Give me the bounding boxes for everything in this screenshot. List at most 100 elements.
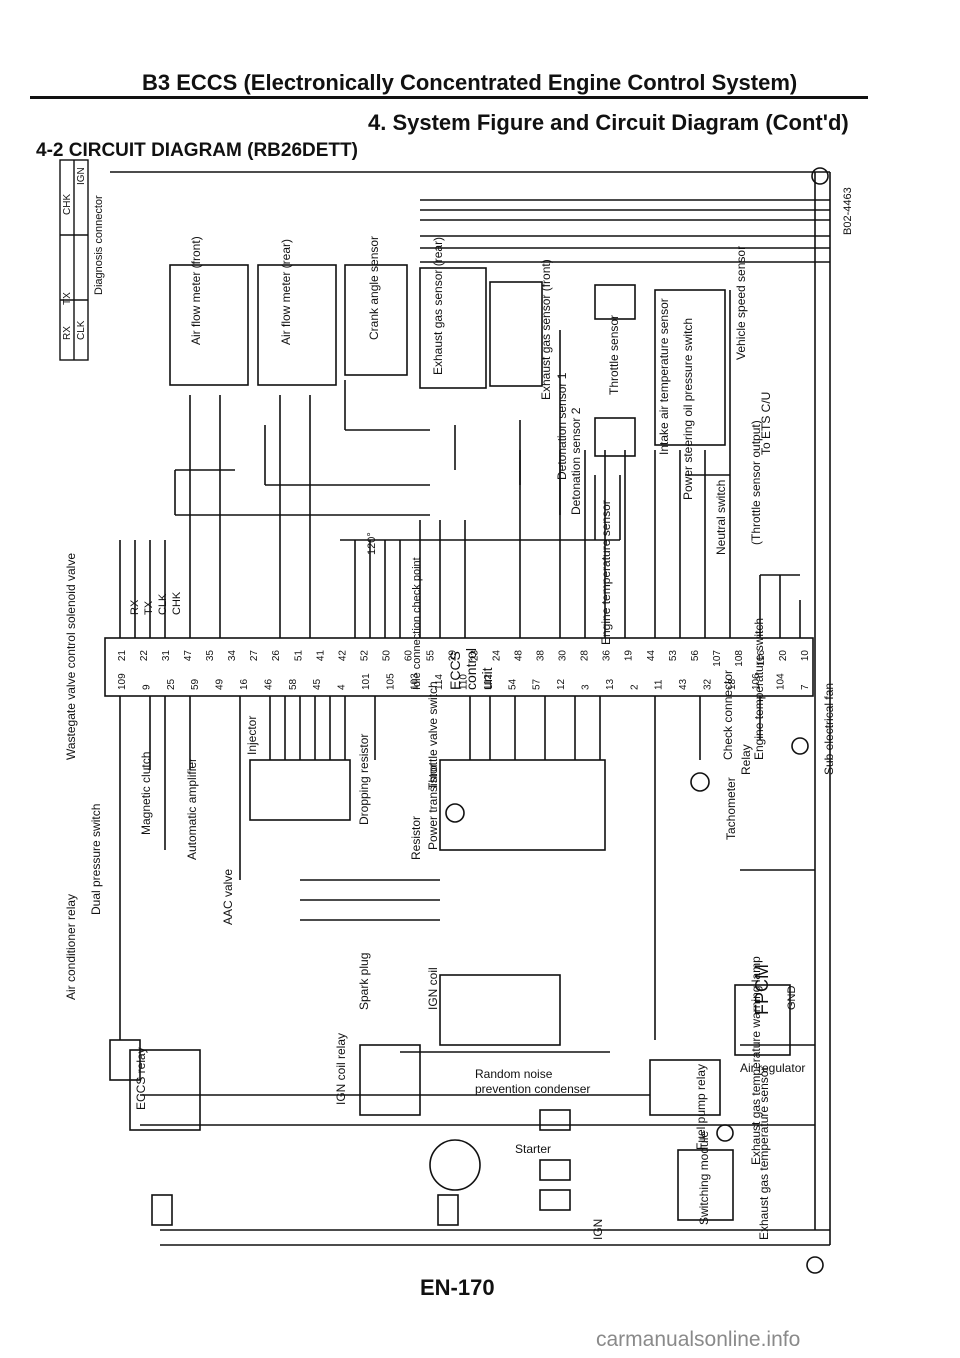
- label-exhaust-gas-temp-sensor: Exhaust gas temperature sensor: [757, 1067, 771, 1240]
- ecu-terminal: 18: [727, 678, 738, 690]
- ecu-terminal: 44: [646, 650, 657, 662]
- label-vehicle-speed-sensor: Vehicle speed sensor: [734, 246, 748, 360]
- ecu-terminal: 59: [190, 678, 201, 690]
- ecu-terminal: 43: [678, 678, 689, 690]
- ecu-terminal: 53: [668, 650, 679, 662]
- label-automatic-amplifier: Automatic amplifier: [185, 758, 199, 860]
- ecu-terminal: 55: [426, 650, 437, 662]
- ecu-terminal: 45: [312, 678, 323, 690]
- label-idle-connection: Idle connection check point: [411, 557, 423, 690]
- ecu-terminal: 58: [288, 678, 299, 690]
- ecu-signal-rx: RX: [129, 599, 141, 615]
- ecu-terminal: 105: [385, 673, 396, 690]
- label-fpcm: FPCM: [752, 964, 772, 1015]
- ecu-terminal: 31: [161, 650, 172, 662]
- ecu-terminal: 4: [337, 684, 348, 690]
- ecu-label-line2: control: [463, 648, 479, 690]
- diagnosis-pin-ign: IGN: [76, 167, 87, 185]
- ecu-terminal: 29: [448, 650, 459, 662]
- ecu-terminal: 101: [361, 673, 372, 690]
- ecu-terminal: 38: [536, 650, 547, 662]
- label-crank-angle-sensor: Crank angle sensor: [367, 236, 381, 340]
- ecu-terminal: 54: [507, 678, 518, 690]
- label-120deg: 120°: [366, 532, 378, 555]
- ecu-terminal: 42: [337, 650, 348, 662]
- label-check-connector: Check connector: [721, 670, 735, 760]
- diagnosis-connector: [59, 159, 89, 361]
- ecu-terminal: 11: [654, 679, 665, 690]
- ecu-terminal: 35: [205, 650, 216, 662]
- ecu-terminal: 9: [141, 684, 152, 690]
- label-dual-pressure-switch: Dual pressure switch: [89, 804, 103, 915]
- label-throttle-sensor-output: (Throttle sensor output): [749, 420, 763, 545]
- label-resistor: Resistor: [409, 816, 423, 860]
- ecu-label-line1: ECCS: [447, 651, 463, 690]
- label-random-noise-line2: prevention condenser: [475, 1082, 590, 1096]
- figure-code: B02-4463: [842, 187, 854, 235]
- label-air-flow-meter-rear: Air flow meter (rear): [279, 239, 293, 345]
- watermark-text: carmanualsonline.info: [596, 1328, 801, 1351]
- label-throttle-valve-switch: Throttle valve switch: [426, 681, 440, 790]
- label-to-ets-cu: To ETS C/U: [759, 392, 773, 455]
- diagnosis-pin-rx: RX: [62, 326, 73, 340]
- ecu-terminal: 22: [139, 650, 150, 662]
- label-exhaust-gas-sensor-front: Exhaust gas sensor (front): [539, 259, 553, 400]
- ecu-terminal: 21: [117, 650, 128, 662]
- label-neutral-switch: Neutral switch: [714, 480, 728, 555]
- label-tachometer: Tachometer: [724, 777, 738, 840]
- title-rule: [30, 96, 868, 99]
- ecu-terminal: 23: [470, 650, 481, 662]
- label-exhaust-gas-sensor-rear: Exhaust gas sensor (rear): [431, 237, 445, 375]
- label-spark-plug: Spark plug: [357, 953, 371, 1010]
- page-number: EN-170: [420, 1275, 495, 1300]
- ecu-terminal: 20: [778, 650, 789, 662]
- ecu-label-line3: unit: [479, 667, 495, 690]
- ecu-terminal: 7: [800, 684, 811, 690]
- diagnosis-pin-clk: CLK: [76, 320, 87, 340]
- label-sub-electrical-fan: Sub electrical fan: [822, 683, 836, 775]
- page-subtitle: 4. System Figure and Circuit Diagram (Co…: [368, 110, 849, 135]
- label-engine-temperature-sensor: Engine temperature sensor: [599, 500, 613, 645]
- label-starter: Starter: [515, 1142, 551, 1156]
- ecu-terminal: 49: [215, 678, 226, 690]
- ecu-signal-tx: TX: [143, 600, 155, 615]
- label-engine-temperature-switch: Engine temperature switch: [752, 618, 766, 760]
- label-wastegate-valve: Wastegate valve control solenoid valve: [64, 553, 78, 760]
- section-heading: 4-2 CIRCUIT DIAGRAM (RB26DETT): [36, 140, 358, 161]
- label-exhaust-gas-temp-lamp: Exhaust gas temperature warning lamp: [749, 956, 763, 1165]
- ecu-terminal: 112: [483, 674, 494, 690]
- ecu-terminal: 107: [712, 650, 723, 667]
- ecu-terminal: 104: [776, 673, 787, 690]
- ecu-terminal: 34: [227, 650, 238, 662]
- ecu-terminal: 110: [459, 674, 470, 690]
- label-ign-coil: IGN coil: [426, 967, 440, 1010]
- ecu-terminal: 109: [117, 673, 128, 690]
- page-title: B3 ECCS (Electronically Concentrated Eng…: [142, 70, 798, 95]
- ecu-terminal: 26: [271, 650, 282, 662]
- ecu-terminal: 106: [751, 673, 762, 690]
- label-random-noise-line1: Random noise: [475, 1067, 553, 1081]
- ecu-terminal: 46: [263, 678, 274, 690]
- ecu-terminal: 114: [434, 674, 445, 690]
- ecu-terminal: 36: [602, 650, 613, 662]
- label-power-transistor: Power transistor: [426, 763, 440, 850]
- label-magnetic-clutch: Magnetic clutch: [139, 752, 153, 835]
- label-ign-coil-relay: IGN coil relay: [334, 1033, 348, 1105]
- ecu-terminal: 60: [403, 650, 414, 662]
- ecu-terminal: 108: [734, 650, 745, 667]
- ecu-terminal: 19: [624, 650, 635, 662]
- ecu-signal-chk: CHK: [171, 591, 183, 615]
- ecu-terminal: 41: [315, 650, 326, 662]
- label-detonation-sensor-1: Detonation sensor 1: [555, 372, 569, 480]
- ecu-terminal: 24: [492, 650, 503, 662]
- ecu-terminal: 52: [359, 650, 370, 662]
- ecu-terminal: 2: [629, 684, 640, 690]
- label-throttle-sensor: Throttle sensor: [607, 315, 621, 395]
- ecu-terminal: 25: [166, 678, 177, 690]
- ecu-signal-clk: CLK: [157, 593, 169, 615]
- ecu-terminal: 56: [690, 650, 701, 662]
- ecu-terminal: 27: [249, 650, 260, 662]
